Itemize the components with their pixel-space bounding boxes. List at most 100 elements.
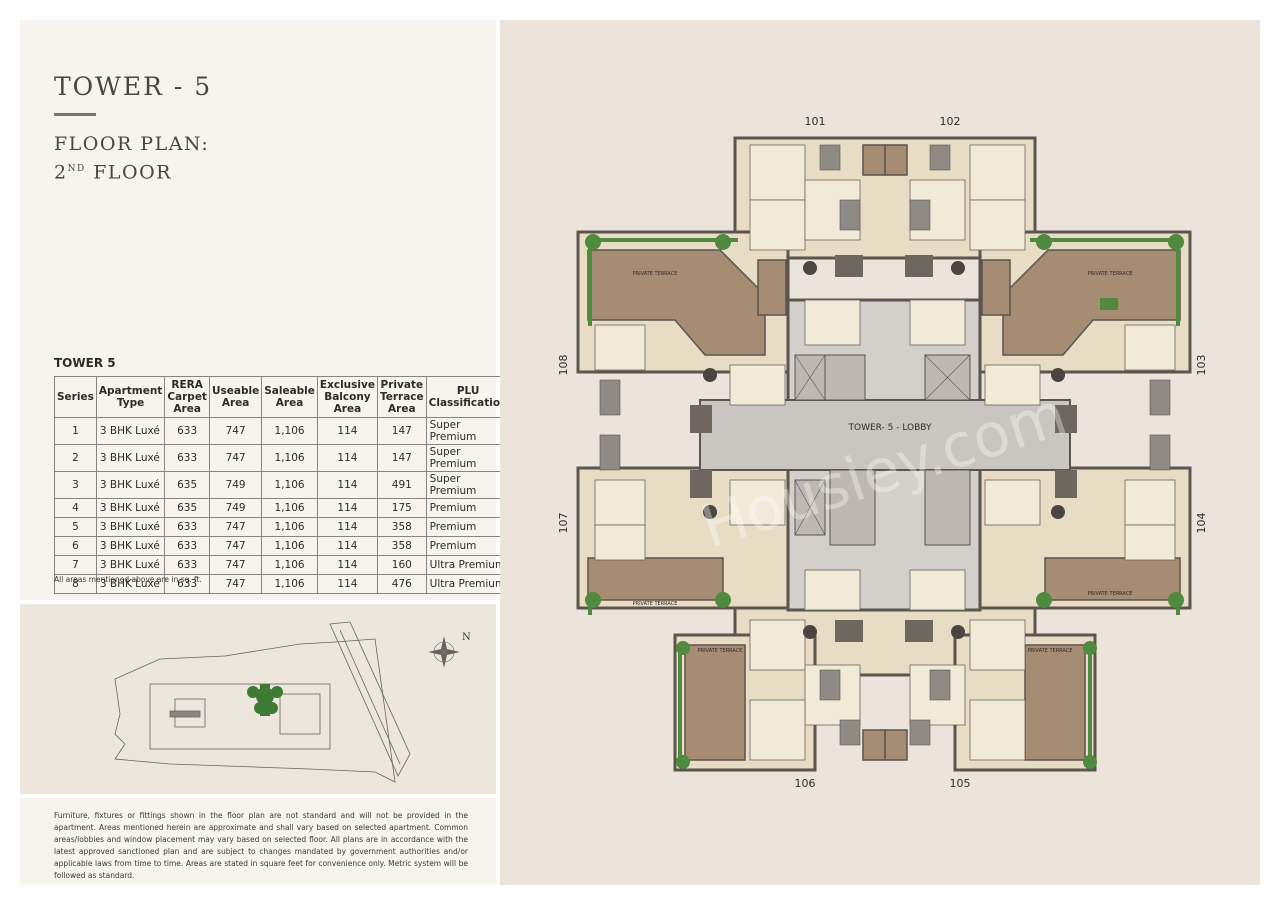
floor-word: FLOOR: [85, 161, 172, 184]
table-cell: Premium: [425, 517, 511, 537]
table-cell: Super Premium: [425, 417, 511, 445]
table-cell: 1,106: [261, 555, 318, 575]
table-cell: 147: [376, 444, 427, 472]
disclaimer-panel: Furniture, fixtures or fittings shown in…: [20, 798, 496, 885]
table-cell: 3: [54, 471, 97, 499]
table-cell: 114: [316, 574, 378, 594]
col-header: Private Terrace Area: [376, 376, 427, 418]
table-cell: 6: [54, 536, 97, 556]
area-units-note: All areas mentioned above are in sq. ft.: [54, 575, 202, 584]
table-cell: 747: [208, 555, 263, 575]
private-terraces: [587, 144, 1181, 761]
table-cell: 1,106: [261, 517, 318, 537]
terrace-label: PRIVATE TERRACE: [1028, 648, 1073, 654]
table-cell: 635: [164, 471, 210, 499]
table-cell: 1,106: [261, 444, 318, 472]
table-cell: 1,106: [261, 417, 318, 445]
table-cell: 114: [316, 498, 378, 518]
table-cell: 8: [54, 574, 97, 594]
table-cell: 747: [208, 536, 263, 556]
table-cell: 358: [376, 536, 427, 556]
table-cell: 147: [376, 417, 427, 445]
table-cell: 633: [164, 517, 210, 537]
shafts: [599, 144, 1171, 746]
rooms: [594, 144, 1176, 761]
table-cell: 1: [54, 417, 97, 445]
col-header: RERA Carpet Area: [164, 376, 210, 418]
terrace-label: PRIVATE TERRACE: [698, 648, 743, 654]
table-cell: Premium: [425, 498, 511, 518]
table-cell: 3 BHK Luxé: [95, 471, 166, 499]
site-plan-panel: N: [20, 604, 496, 794]
table-cell: 175: [376, 498, 427, 518]
table-cell: 2: [54, 444, 97, 472]
table-cell: 1,106: [261, 498, 318, 518]
table-cell: Premium: [425, 536, 511, 556]
site-green-icon: [247, 684, 283, 716]
table-cell: Ultra Premium: [425, 555, 511, 575]
info-column: TOWER - 5 FLOOR PLAN: 2ND FLOOR TOWER 5 …: [20, 20, 511, 885]
table-cell: 633: [164, 536, 210, 556]
title-divider: [54, 113, 96, 116]
col-header: Apartment Type: [95, 376, 166, 418]
table-cell: 747: [208, 574, 263, 594]
floor-suffix: ND: [67, 164, 86, 174]
table-cell: 1,106: [261, 471, 318, 499]
disclaimer-text: Furniture, fixtures or fittings shown in…: [54, 811, 468, 880]
table-cell: 749: [208, 498, 263, 518]
furniture: [690, 255, 1077, 642]
table-cell: 114: [316, 471, 378, 499]
subtitle-line1: FLOOR PLAN:: [54, 133, 210, 155]
table-cell: 633: [164, 444, 210, 472]
table-cell: 3 BHK Luxé: [95, 555, 166, 575]
table-cell: 749: [208, 471, 263, 499]
table-cell: 1,106: [261, 574, 318, 594]
table-cell: Super Premium: [425, 444, 511, 472]
table-cell: Ultra Premium: [425, 574, 511, 594]
unit-label-102: 102: [940, 115, 961, 128]
site-plan-map: N: [114, 621, 471, 783]
floor-plan-panel: TOWER- 5 - LOBBY PRIVATE TERRACE PRIVATE…: [500, 20, 1260, 885]
north-label: N: [462, 632, 471, 643]
unit-label-108: 108: [557, 355, 570, 376]
col-header: PLU Classification: [425, 376, 511, 418]
table-header-row: Series Apartment Type RERA Carpet Area U…: [54, 376, 511, 418]
unit-label-105: 105: [950, 777, 971, 790]
table-cell: 3 BHK Luxé: [95, 574, 166, 594]
table-cell: 633: [164, 555, 210, 575]
unit-label-101: 101: [805, 115, 826, 128]
table-cell: 4: [54, 498, 97, 518]
floor-plan-drawing: TOWER- 5 - LOBBY PRIVATE TERRACE PRIVATE…: [557, 115, 1208, 790]
table-cell: Super Premium: [425, 471, 511, 499]
planters: [585, 234, 1184, 769]
col-header: Saleable Area: [261, 376, 318, 418]
table-cell: 3 BHK Luxé: [95, 517, 166, 537]
subtitle-line2: 2ND FLOOR: [54, 157, 209, 185]
table-cell: 633: [164, 574, 210, 594]
lift-cross-marks: [794, 354, 971, 536]
brochure-page: TOWER - 5 FLOOR PLAN: 2ND FLOOR TOWER 5 …: [20, 20, 1260, 885]
table-cell: 160: [376, 555, 427, 575]
area-table: Series Apartment Type RERA Carpet Area U…: [54, 376, 511, 594]
table-cell: 747: [208, 517, 263, 537]
info-panel: TOWER - 5 FLOOR PLAN: 2ND FLOOR TOWER 5 …: [20, 20, 511, 600]
table-cell: 3 BHK Luxé: [95, 536, 166, 556]
table-cell: 7: [54, 555, 97, 575]
unit-label-106: 106: [795, 777, 816, 790]
unit-label-103: 103: [1195, 355, 1208, 376]
table-cell: 747: [208, 444, 263, 472]
col-header: Exclusive Balcony Area: [316, 376, 378, 418]
table-cell: 491: [376, 471, 427, 499]
table-cell: 114: [316, 444, 378, 472]
terrace-label: PRIVATE TERRACE: [1088, 271, 1133, 277]
table-cell: 633: [164, 417, 210, 445]
table-cell: 358: [376, 517, 427, 537]
unit-label-104: 104: [1195, 513, 1208, 534]
